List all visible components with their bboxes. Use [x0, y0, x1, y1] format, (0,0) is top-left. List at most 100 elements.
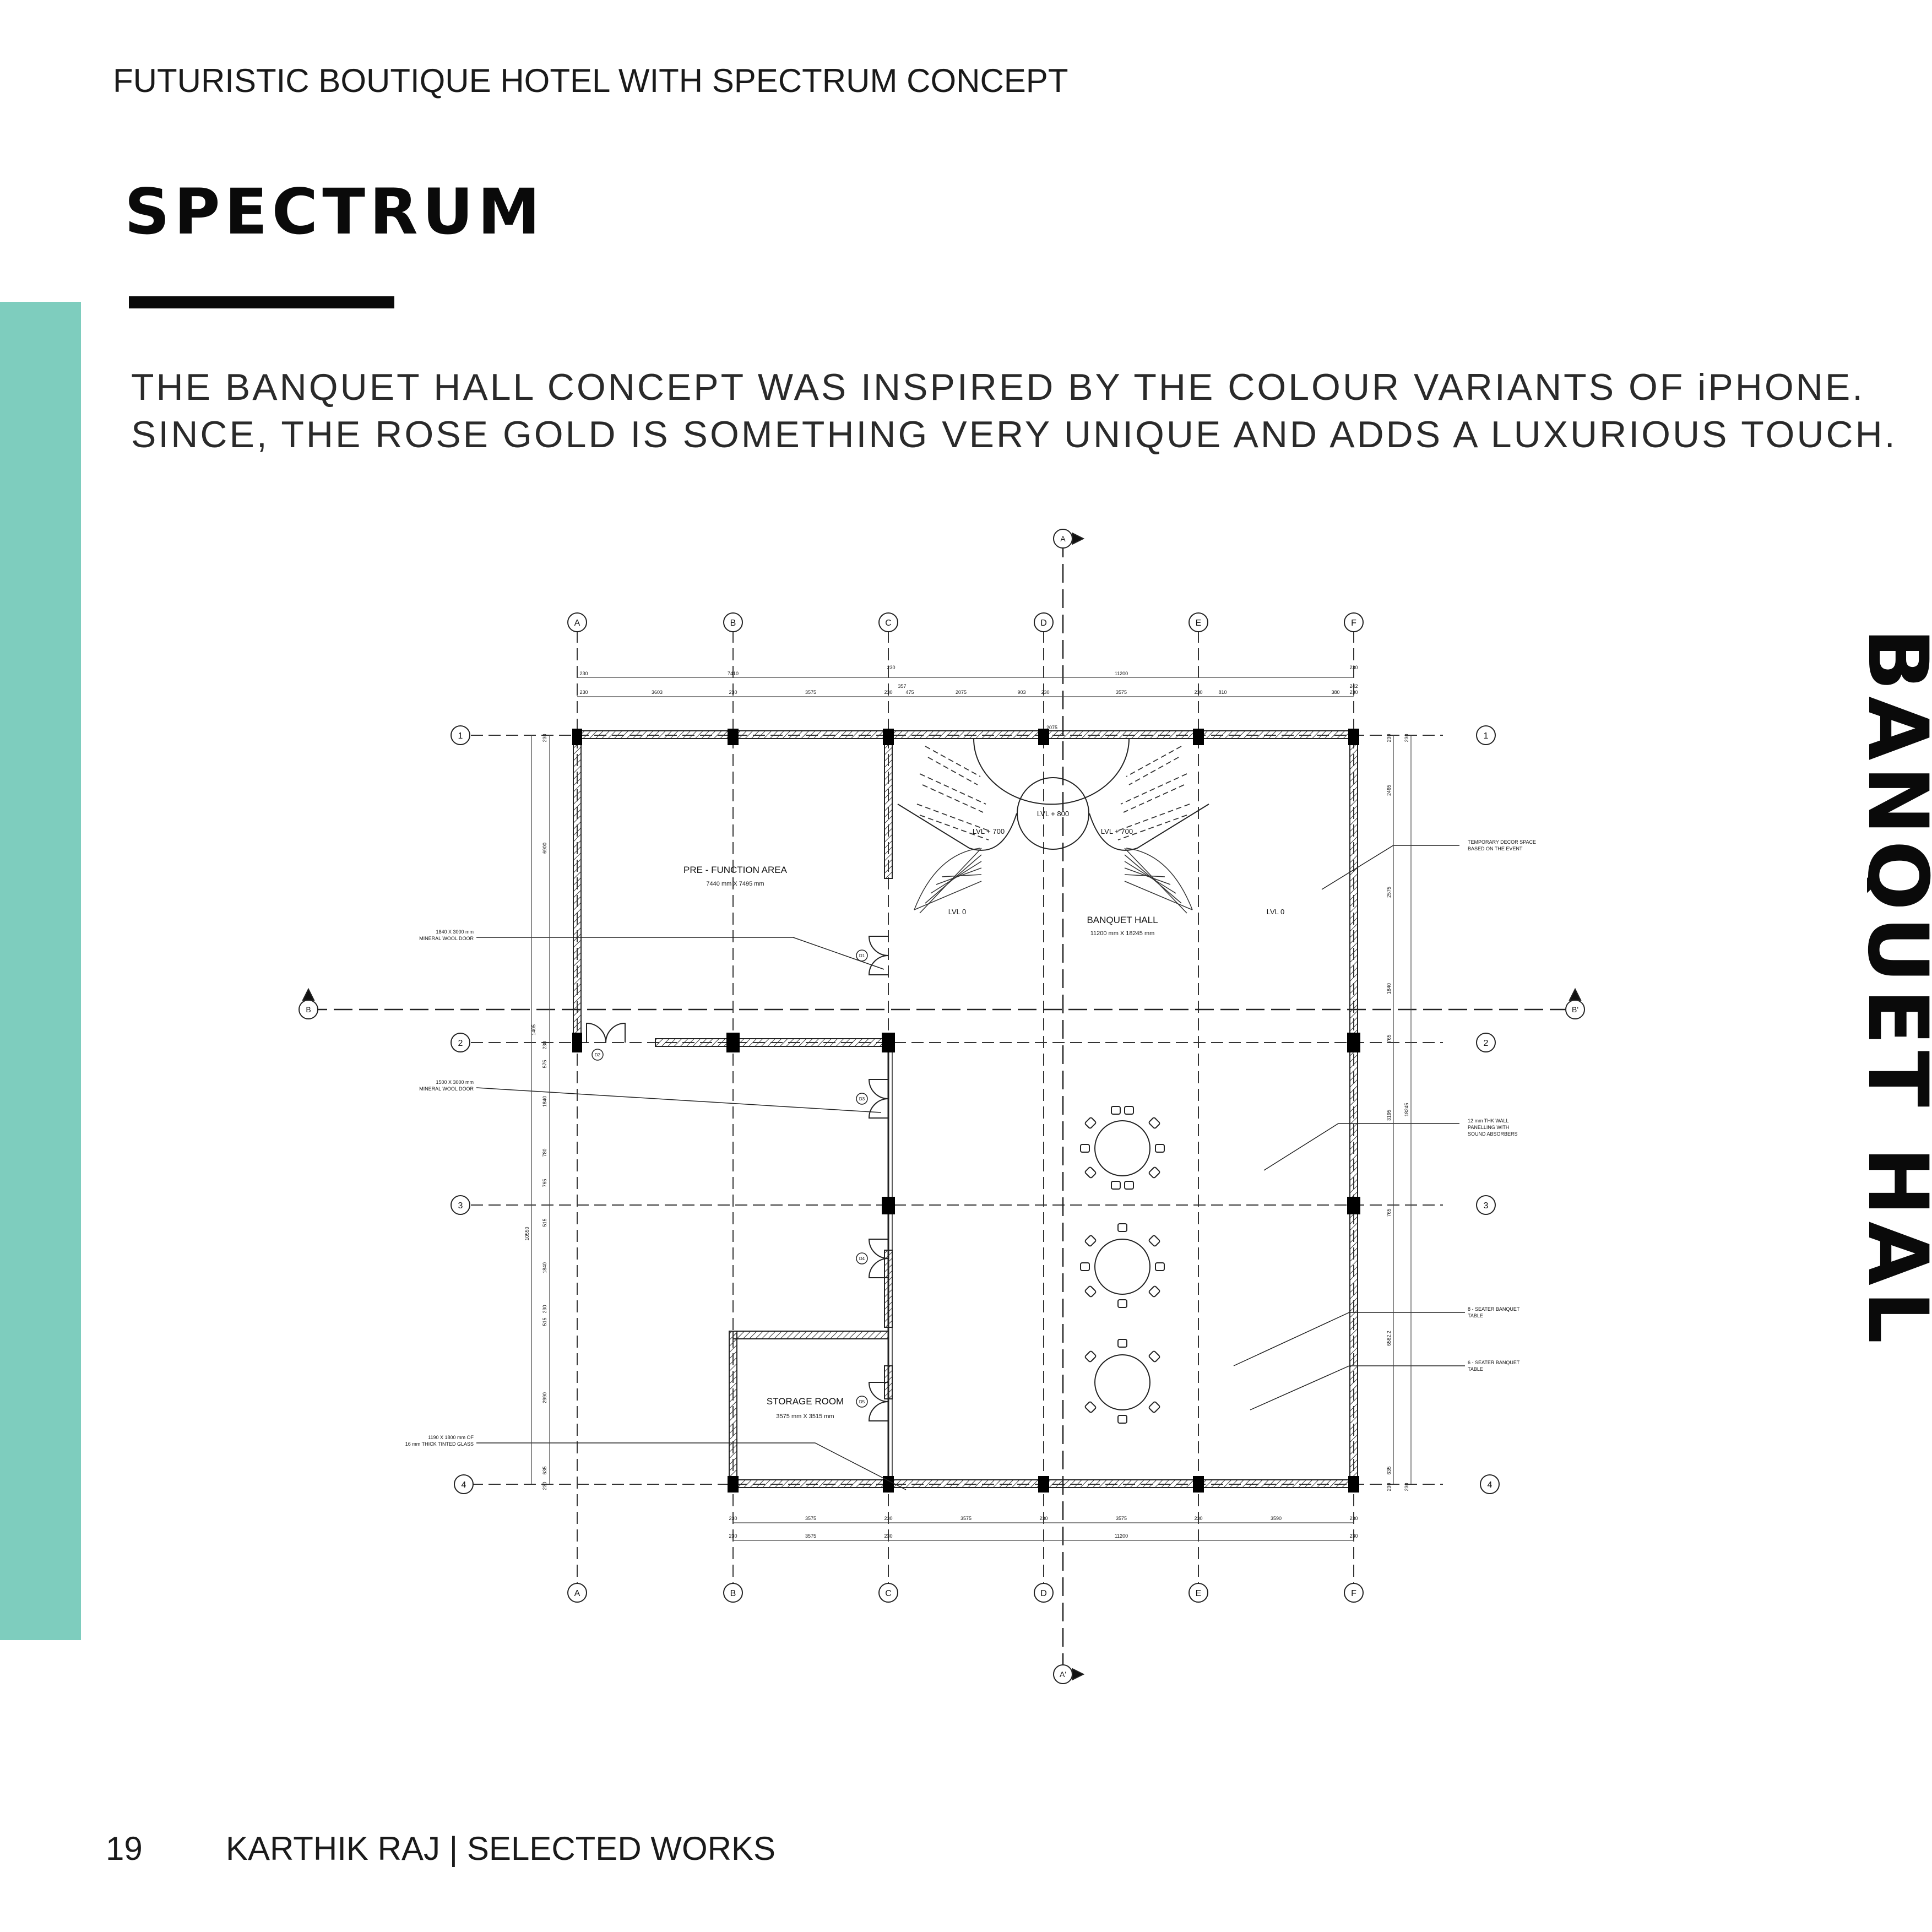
bottom-dim-2-4: 11200	[1115, 1533, 1128, 1539]
room-name-banquet-hall: BANQUET HALL	[1087, 915, 1158, 925]
bottom-dim-2-2: 3575	[805, 1533, 816, 1539]
description-line-2: SINCE, THE ROSE GOLD IS SOMETHING VERY U…	[131, 414, 1897, 455]
grid-label-4: 4	[462, 1480, 466, 1490]
grid-label-a-bottom: A	[574, 1589, 580, 1598]
heading-rule	[129, 296, 394, 308]
room-labels: PRE - FUNCTION AREA 7440 mm X 7495 mm BA…	[683, 865, 1158, 1420]
section-mark-b-prime: B'	[1572, 1005, 1578, 1014]
floor-plan-drawing: A B C D E F A B C D E F 1 2 3 4 1 2 3 4	[299, 529, 1585, 1684]
grid-label-b: B	[730, 618, 736, 628]
bottom-dim-1-4: 3575	[960, 1516, 972, 1521]
section-lines	[308, 539, 1575, 1674]
top-dim-2-16: 242	[1349, 683, 1358, 689]
right-dim-8: 18245	[1404, 1103, 1409, 1116]
left-dim-10: 1840	[542, 1262, 547, 1273]
top-dim-1-4: 11200	[1115, 671, 1128, 676]
grid-label-b-bottom: B	[730, 1589, 736, 1598]
decor-panels	[916, 746, 1190, 840]
left-dim-1: 230	[542, 734, 547, 742]
right-dim-9: 765	[1386, 1208, 1392, 1217]
right-dim-12: 230	[1386, 1483, 1392, 1491]
top-dim-2-5: 230	[884, 690, 892, 695]
right-dimensions: 230 230 2465 2575 1840 765 3195 18245 76…	[1386, 734, 1409, 1491]
callout-panelling-line-3: SOUND ABSORBERS	[1468, 1131, 1518, 1137]
right-dim-11: 635	[1386, 1466, 1392, 1474]
side-title-text: BANQUET HALL	[1867, 628, 1932, 1344]
left-dim-16: 10550	[524, 1227, 530, 1240]
top-dim-2-4: 3575	[805, 690, 816, 695]
bottom-dim-2-1: 230	[729, 1533, 737, 1539]
grid-label-2: 2	[458, 1039, 463, 1048]
left-dim-14: 635	[542, 1466, 547, 1474]
grid-label-4-right: 4	[1488, 1480, 1493, 1490]
top-dim-2-11: 3575	[1116, 690, 1127, 695]
level-left-upper: LVL + 700	[973, 827, 1005, 835]
section-mark-b: B	[306, 1005, 311, 1014]
left-dim-12: 515	[542, 1317, 547, 1326]
grid-label-a: A	[574, 618, 580, 628]
section-markers	[299, 529, 1585, 1684]
grid-labels-top: A B C D E F	[574, 618, 1356, 628]
right-dim-5: 1840	[1386, 983, 1392, 994]
grid-lines-vertical	[577, 631, 1354, 1593]
top-dim-1-5: 230	[1349, 665, 1358, 670]
door-tags	[591, 949, 868, 1408]
level-left-lower: LVL 0	[948, 908, 967, 916]
callout-leaders	[476, 845, 1465, 1490]
left-dim-13: 2990	[542, 1392, 547, 1403]
top-dim-2-6: 357	[898, 683, 906, 689]
description-line-1: THE BANQUET HALL CONCEPT WAS INSPIRED BY…	[131, 366, 1865, 408]
banquet-chairs	[1080, 1106, 1165, 1424]
grid-label-2-right: 2	[1484, 1039, 1489, 1048]
left-dim-4: 230	[542, 1041, 547, 1049]
callout-texts: 1840 X 3000 mm MINERAL WOOL DOOR 1500 X …	[405, 839, 1536, 1447]
top-dim-2-10: 230	[1041, 690, 1049, 695]
top-dim-2-3: 230	[729, 690, 737, 695]
right-dim-6: 765	[1386, 1034, 1392, 1043]
bottom-dim-1-5: 230	[1039, 1516, 1048, 1521]
bottom-dim-1-2: 3575	[805, 1516, 816, 1521]
structural-columns	[572, 729, 1360, 1493]
door-tag-d3: D3	[859, 1097, 865, 1101]
level-right-upper: LVL + 700	[1101, 827, 1133, 835]
callout-table-6-line-2: TABLE	[1468, 1366, 1483, 1372]
callout-decor-line-1: TEMPORARY DECOR SPACE	[1468, 839, 1536, 845]
callout-table-6-line-1: 6 - SEATER BANQUET	[1468, 1360, 1520, 1365]
top-dim-2-1: 230	[579, 690, 588, 695]
grid-label-c: C	[885, 618, 892, 628]
level-center: LVL + 800	[1037, 810, 1069, 818]
door-tag-d2: D2	[595, 1052, 601, 1057]
bottom-dim-2-5: 230	[1349, 1533, 1358, 1539]
left-dim-8: 765	[542, 1179, 547, 1187]
room-size-storage: 3575 mm X 3515 mm	[776, 1413, 834, 1420]
bottom-dim-1-7: 230	[1194, 1516, 1202, 1521]
top-dim-2-14: 380	[1331, 690, 1339, 695]
bottom-dim-1-3: 230	[884, 1516, 892, 1521]
bottom-dimensions: 230 3575 230 3575 230 3575 230 3590 230 …	[729, 1516, 1358, 1539]
right-dim-2: 230	[1404, 734, 1409, 742]
callout-decor-line-2: BASED ON THE EVENT	[1468, 846, 1523, 851]
grid-label-3: 3	[458, 1201, 463, 1211]
grid-label-1: 1	[458, 731, 463, 741]
section-marker-labels: A A' B B'	[306, 534, 1578, 1679]
left-dim-9: 515	[542, 1218, 547, 1227]
left-dim-2: 6900	[542, 843, 547, 854]
accent-bar	[0, 302, 81, 1640]
page-number: 19	[106, 1830, 143, 1867]
bottom-dim-1-6: 3575	[1116, 1516, 1127, 1521]
left-dim-6: 1840	[542, 1096, 547, 1107]
right-dim-4: 2575	[1386, 887, 1392, 898]
section-mark-a-prime: A'	[1060, 1670, 1066, 1679]
grid-label-d: D	[1040, 618, 1047, 628]
walls	[573, 730, 1358, 1488]
grid-label-f-bottom: F	[1351, 1589, 1356, 1598]
side-title: BANQUET HALL	[1867, 628, 1932, 1344]
grid-bubbles-bottom	[567, 1583, 1364, 1603]
top-dim-2-7: 475	[905, 690, 914, 695]
right-dim-3: 2465	[1386, 785, 1392, 796]
banquet-tables	[1094, 1120, 1150, 1410]
left-dimensions: 230 6900 1405 230 575 1840 780 765 515 1…	[524, 734, 547, 1490]
left-dim-3: 1405	[531, 1024, 536, 1035]
callout-glass-line-1: 1190 X 1800 mm OF	[428, 1435, 474, 1440]
right-dim-1: 230	[1386, 734, 1392, 742]
